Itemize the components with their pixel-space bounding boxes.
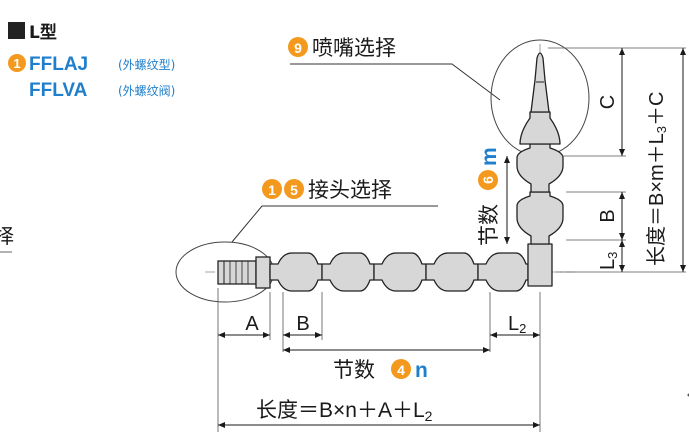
total-length-vertical-label: 长度＝B×m＋L3＋C <box>645 92 669 267</box>
segment-count-m-var: m <box>478 147 501 166</box>
segment-count-m-badge <box>478 170 498 190</box>
joint-leader-line <box>231 205 438 243</box>
horizontal-segment <box>373 252 427 292</box>
horizontal-segment <box>269 252 323 292</box>
segment-count-n-badge-num: 4 <box>397 362 405 378</box>
model-badge-1-num: 1 <box>13 56 20 71</box>
dim-L2-label: L2 <box>508 313 526 336</box>
segment-count-n-var: n <box>415 359 428 382</box>
joint-badge-5-num: 5 <box>290 182 298 198</box>
dim-C-label: C <box>597 95 619 109</box>
total-length-horizontal-label: 长度＝B×n＋A＋L2 <box>256 399 433 424</box>
horizontal-extension-lines <box>217 288 541 432</box>
side-fragment-text: 择 <box>0 224 14 248</box>
segment-count-m-badge-num: 6 <box>480 176 496 184</box>
nozzle-badge <box>288 37 308 57</box>
joint-badge-1-num: 1 <box>268 182 276 198</box>
dim-B-vertical-label: B <box>597 209 619 222</box>
nozzle <box>519 52 561 145</box>
dim-B-horizontal-label: B <box>296 313 309 335</box>
joint-badge-1 <box>262 179 282 199</box>
dim-A-label: A <box>245 313 259 335</box>
model-desc-2: (外螺纹阀) <box>118 84 175 98</box>
segment-count-m-label: 节数 <box>477 204 501 246</box>
model-badge-1 <box>8 54 26 72</box>
vertical-segment <box>516 143 564 193</box>
segment-count-n-label: 节数 <box>333 358 375 382</box>
horizontal-segment <box>425 252 479 292</box>
elbow-joint <box>527 243 553 287</box>
threaded-connector <box>217 256 271 289</box>
model-code-1: FFLAJ <box>29 54 88 75</box>
type-label: L型 <box>29 22 57 43</box>
vertical-extension-lines <box>548 47 686 273</box>
vertical-segments <box>516 143 564 245</box>
model-code-2: FFLVA <box>29 80 88 101</box>
nozzle-leader-line <box>290 63 501 101</box>
horizontal-segments <box>269 252 529 292</box>
joint-badge-5 <box>284 179 304 199</box>
vertical-segment <box>516 191 564 245</box>
dim-L3-label: L3 <box>597 252 620 270</box>
model-desc-1: (外螺纹型) <box>118 58 175 72</box>
type-square-icon <box>8 22 25 39</box>
nozzle-badge-num: 9 <box>294 40 302 56</box>
horizontal-segment <box>477 252 529 292</box>
segment-count-n-badge <box>391 359 411 379</box>
joint-select-label: 接头选择 <box>308 178 392 202</box>
nozzle-select-label: 喷嘴选择 <box>312 36 396 60</box>
horizontal-segment <box>321 252 375 292</box>
